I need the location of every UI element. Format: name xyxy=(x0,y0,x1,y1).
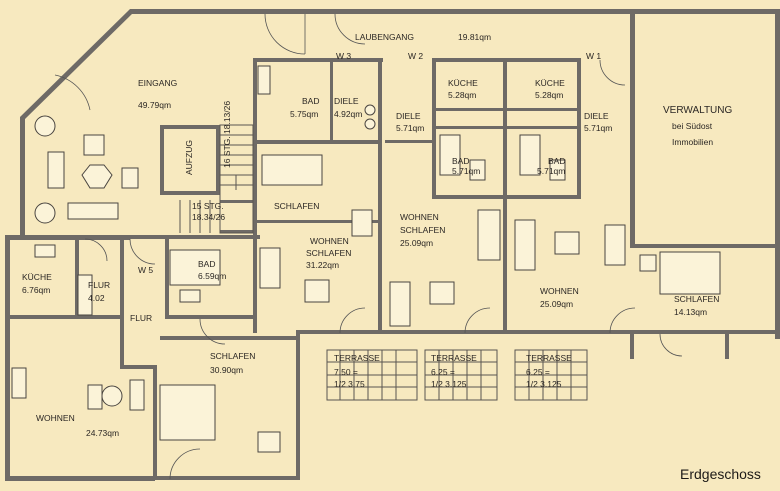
terrasse-2-area: 6.25 = xyxy=(431,367,455,377)
label-flur2-w5: FLUR xyxy=(130,313,152,323)
label-kueche-w2: KÜCHE xyxy=(448,78,478,88)
floor-caption: Erdgeschoss xyxy=(680,466,761,482)
label-diele-w2: DIELE xyxy=(396,111,421,121)
area-flur-w5: 4.02 xyxy=(88,293,105,303)
label-wohnen-w2-sub: SCHLAFEN xyxy=(400,225,445,235)
outer-walls xyxy=(5,9,780,481)
label-stairs-down-1: 15 STG. xyxy=(192,201,224,211)
interior-walls xyxy=(5,58,581,480)
label-wohnen-w3: WOHNEN xyxy=(310,236,349,246)
label-w5: W 5 xyxy=(138,265,153,275)
label-bad-w5: BAD xyxy=(198,259,215,269)
label-verwaltung: VERWALTUNG xyxy=(663,105,732,116)
label-wohnen-w2: WOHNEN xyxy=(400,212,439,222)
area-wohnen-w3: 31.22qm xyxy=(306,260,339,270)
label-aufzug: AUFZUG xyxy=(184,140,194,175)
area-kueche-w2: 5.28qm xyxy=(448,90,476,100)
stairs-up-label: 16 STG. 18.13/26 xyxy=(222,101,232,168)
room-labels: EINGANG 49.79qm LAUBENGANG 19.81qm W 3 W… xyxy=(22,32,732,438)
area-laubengang: 19.81qm xyxy=(458,32,491,42)
label-wohnen-w1: WOHNEN xyxy=(540,286,579,296)
label-bad-w3: BAD xyxy=(302,96,319,106)
label-verwaltung-2: bei Südost xyxy=(672,121,713,131)
door-swings xyxy=(54,13,683,480)
label-kueche-w5: KÜCHE xyxy=(22,272,52,282)
label-laubengang: LAUBENGANG xyxy=(355,32,414,42)
label-eingang: EINGANG xyxy=(138,78,177,88)
label-schlafen-admin: SCHLAFEN xyxy=(674,294,719,304)
label-bad-w2: BAD xyxy=(452,156,469,166)
label-kueche-w1: KÜCHE xyxy=(535,78,565,88)
label-diele-w1: DIELE xyxy=(584,111,609,121)
label-terrasse-2: TERRASSE xyxy=(431,353,477,363)
label-schlafen-w5: SCHLAFEN xyxy=(210,351,255,361)
area-bad-w5: 6.59qm xyxy=(198,271,226,281)
label-stairs-up: 16 STG. 18.13/26 xyxy=(222,101,232,168)
terrasse-1-half: 1/2 3.75 xyxy=(334,379,365,389)
label-w2: W 2 xyxy=(408,51,423,61)
area-bad-w2: 5.71qm xyxy=(452,166,480,176)
area-eingang: 49.79qm xyxy=(138,100,171,110)
area-kueche-w5: 6.76qm xyxy=(22,285,50,295)
area-schlafen-admin: 14.13qm xyxy=(674,307,707,317)
label-terrasse-3: TERRASSE xyxy=(526,353,572,363)
area-bad-w1: 5.71qm xyxy=(537,166,565,176)
label-w1: W 1 xyxy=(586,51,601,61)
area-bad-w3: 5.75qm xyxy=(290,109,318,119)
area-wohnen-w2: 25.09qm xyxy=(400,238,433,248)
label-diele-w3: DIELE xyxy=(334,96,359,106)
area-diele-w2: 5.71qm xyxy=(396,123,424,133)
area-schlafen-w5: 30.90qm xyxy=(210,365,243,375)
label-schlafen-w3: SCHLAFEN xyxy=(274,201,319,211)
terrace-grids xyxy=(326,349,588,401)
area-kueche-w1: 5.28qm xyxy=(535,90,563,100)
staircase xyxy=(179,124,254,234)
label-bad-w1: BAD xyxy=(548,156,565,166)
area-wohnen-w5: 24.73qm xyxy=(86,428,119,438)
label-w3: W 3 xyxy=(336,51,351,61)
area-diele-w3: 4.92qm xyxy=(334,109,362,119)
label-verwaltung-3: Immobilien xyxy=(672,137,713,147)
terrasse-2-half: 1/2 3.125 xyxy=(431,379,467,389)
label-wohnen-w5: WOHNEN xyxy=(36,413,75,423)
terrasse-3-half: 1/2 3.125 xyxy=(526,379,562,389)
area-wohnen-w1: 25.09qm xyxy=(540,299,573,309)
furniture xyxy=(11,65,721,453)
label-terrasse-1: TERRASSE xyxy=(334,353,380,363)
label-flur-w5: FLUR xyxy=(88,280,110,290)
terrasse-1-area: 7.50 = xyxy=(334,367,358,377)
area-diele-w1: 5.71qm xyxy=(584,123,612,133)
terrasse-3-area: 6.25 = xyxy=(526,367,550,377)
label-wohnen-w3-sub: SCHLAFEN xyxy=(306,248,351,258)
label-stairs-down-2: 18.34/26 xyxy=(192,212,225,222)
